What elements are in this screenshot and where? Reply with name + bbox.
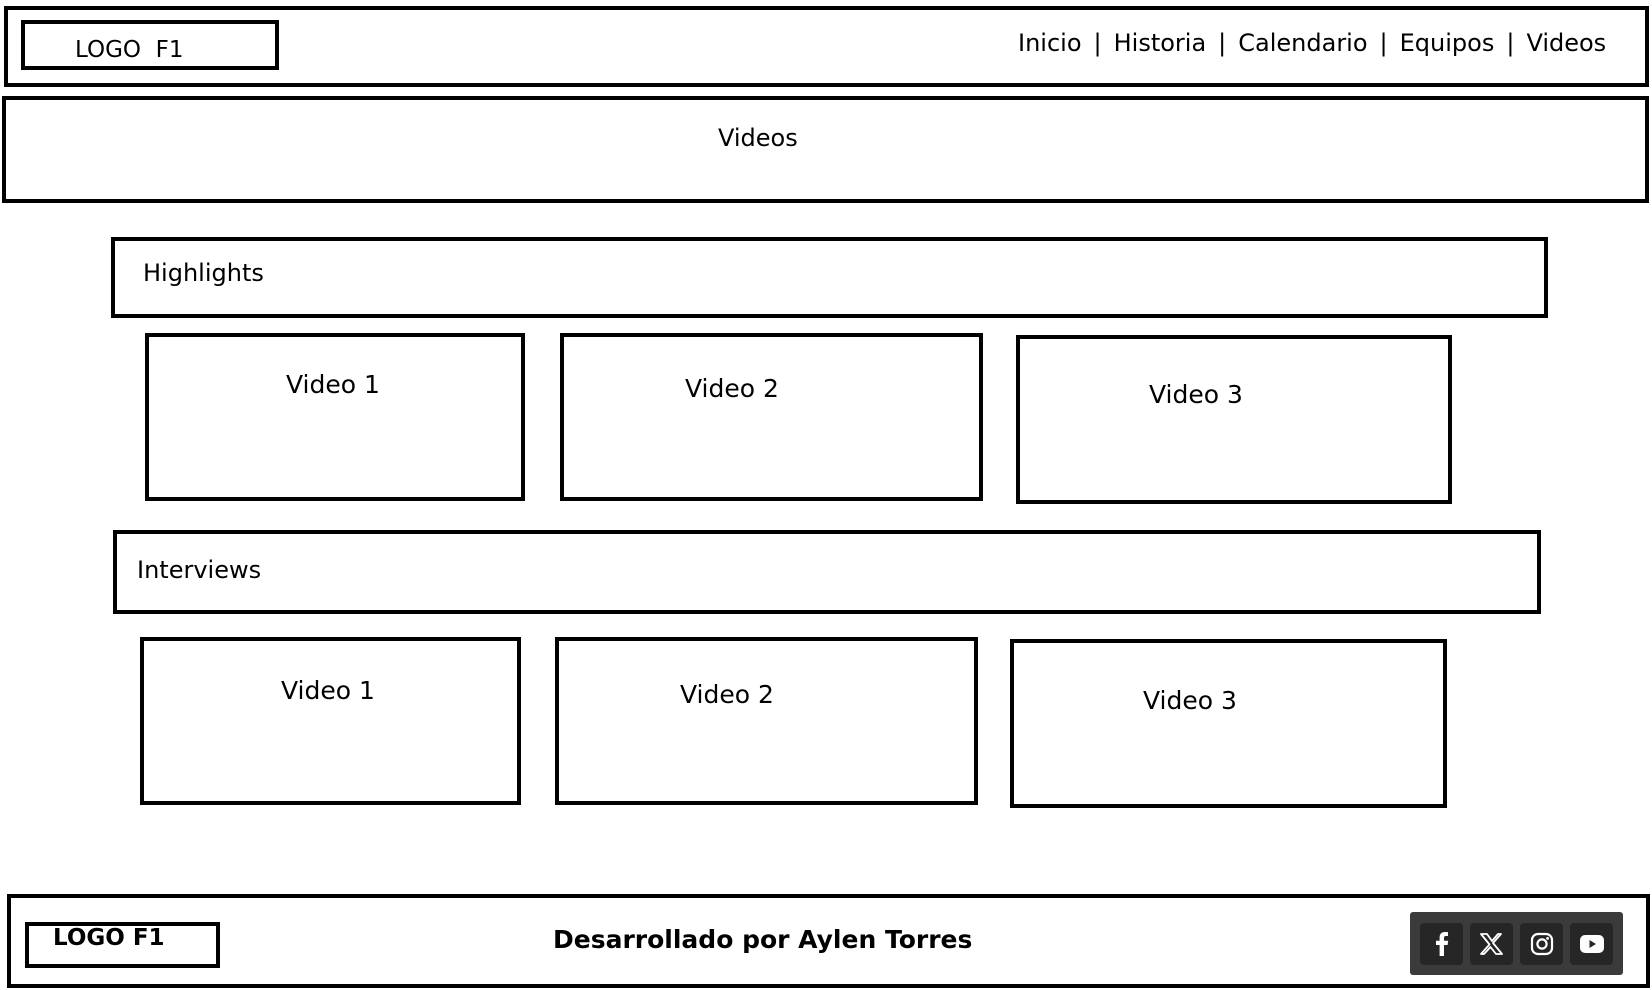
nav-item-calendario[interactable]: Calendario: [1238, 29, 1368, 57]
nav-separator: |: [1093, 29, 1102, 57]
section-title-interviews: Interviews: [137, 556, 262, 584]
nav-item-equipos[interactable]: Equipos: [1399, 29, 1495, 57]
page-banner: [2, 96, 1649, 203]
video-card[interactable]: Video 1: [145, 333, 525, 501]
video-label: Video 1: [281, 676, 375, 705]
social-links: [1410, 912, 1623, 975]
video-label: Video 2: [680, 680, 774, 709]
footer-credit: Desarrollado por Aylen Torres: [553, 925, 973, 954]
video-label: Video 2: [685, 374, 779, 403]
video-label: Video 3: [1149, 380, 1243, 409]
section-header-highlights: [111, 237, 1548, 318]
instagram-icon[interactable]: [1520, 922, 1563, 965]
video-card[interactable]: Video 2: [560, 333, 983, 501]
nav-separator: |: [1218, 29, 1227, 57]
facebook-icon[interactable]: [1420, 922, 1463, 965]
video-card[interactable]: Video 2: [555, 637, 978, 805]
x-icon[interactable]: [1470, 922, 1513, 965]
header-logo[interactable]: LOGO F1: [21, 20, 279, 70]
header-logo-text: LOGO F1: [75, 37, 184, 63]
section-header-interviews: [113, 530, 1541, 614]
video-card[interactable]: Video 1: [140, 637, 521, 805]
nav-separator: |: [1506, 29, 1515, 57]
video-label: Video 1: [286, 370, 380, 399]
site-footer: [7, 894, 1650, 988]
video-label: Video 3: [1143, 686, 1237, 715]
section-title-highlights: Highlights: [143, 259, 264, 287]
page-title: Videos: [718, 124, 798, 152]
footer-logo-text: LOGO F1: [53, 925, 165, 951]
nav-separator: |: [1379, 29, 1388, 57]
nav-item-inicio[interactable]: Inicio: [1018, 29, 1082, 57]
video-card[interactable]: Video 3: [1010, 639, 1447, 808]
video-card[interactable]: Video 3: [1016, 335, 1452, 504]
youtube-icon[interactable]: [1570, 922, 1613, 965]
nav-item-historia[interactable]: Historia: [1113, 29, 1207, 57]
footer-logo[interactable]: [25, 922, 220, 968]
main-nav: Inicio | Historia | Calendario | Equipos…: [1018, 29, 1606, 57]
nav-item-videos[interactable]: Videos: [1526, 29, 1607, 57]
